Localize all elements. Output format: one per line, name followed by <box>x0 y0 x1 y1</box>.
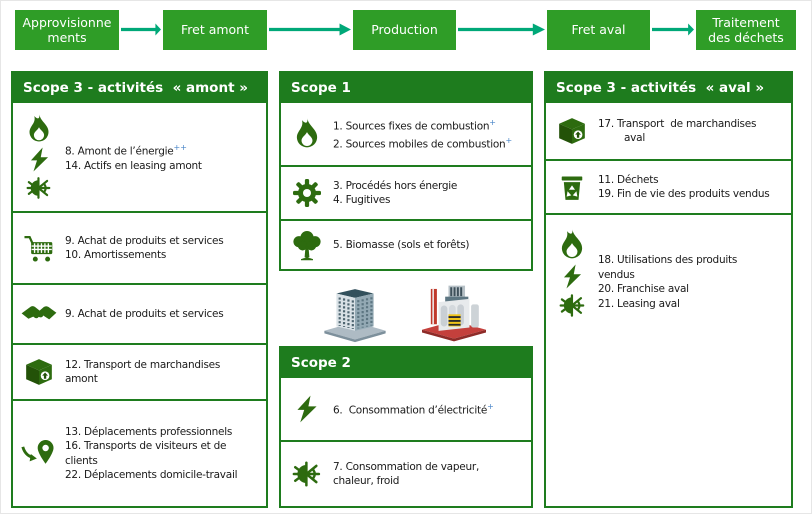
cell-electricite: 6. Consommation d’électricité+ <box>281 378 531 440</box>
flame-icon <box>24 114 54 144</box>
item-3: 3. Procédés hors énergie <box>333 179 458 192</box>
item-14: 14. Actifs en leasing amont <box>65 159 202 172</box>
flow-arrow-icon <box>652 23 694 36</box>
item-21: 21. Leasing aval <box>598 297 680 310</box>
recycle-bin-icon <box>558 173 586 201</box>
flow-step-approvisionnements: Approvisionnements <box>15 10 119 50</box>
scope3-aval-panel: Scope 3 - activités « aval » 17. Transpo… <box>544 71 793 508</box>
item-9: 9. Achat de produits et services <box>65 234 224 247</box>
flow-arrow-icon <box>121 23 161 36</box>
footnote-marker: + <box>489 118 496 127</box>
cell-transport-aval: 17. Transport de marchandises aval <box>546 103 791 159</box>
handshake-icon <box>21 302 57 326</box>
footnote-marker: ++ <box>173 142 187 152</box>
panel-title: Scope 3 - activités « amont » <box>13 73 266 103</box>
footnote-marker: + <box>487 402 494 411</box>
footnote-marker: + <box>505 136 513 145</box>
cell-vapeur: 7. Consommation de vapeur, chaleur, froi… <box>281 440 531 506</box>
location-pin-icon <box>21 439 57 468</box>
cell-procedes: 3. Procédés hors énergie 4. Fugitives <box>281 165 531 219</box>
package-icon <box>558 117 586 145</box>
lightning-icon <box>560 264 585 289</box>
shopping-cart-icon <box>23 233 55 263</box>
flow-step-label: Approvisionnements <box>22 14 112 45</box>
item-16: 16. Transports de visiteurs et de <box>65 440 227 452</box>
lightning-icon <box>27 147 52 172</box>
item-5: 5. Biomasse (sols et forêts) <box>333 238 470 251</box>
flow-arrow-icon <box>458 23 545 36</box>
lightning-icon <box>293 395 321 423</box>
item-10: 10. Amortissements <box>65 249 167 261</box>
cell-transport-amont: 12. Transport de marchandises amont <box>13 343 266 399</box>
snowflake-icon <box>559 292 586 319</box>
cell-combustion: 1. Sources fixes de combustion+ 2. Sourc… <box>281 103 531 165</box>
item-12: 12. Transport de marchandises <box>65 358 221 371</box>
gear-icon <box>292 178 322 208</box>
tree-icon <box>291 229 323 261</box>
snowflake-icon <box>292 459 322 489</box>
item-20: 20. Franchise aval <box>598 283 689 295</box>
item-12-suite: amont <box>65 373 98 385</box>
item-19: 19. Fin de vie des produits vendus <box>598 188 770 200</box>
scope1-panel: Scope 1 1. Sources fixes de combustion+ … <box>279 71 533 271</box>
office-building-icon <box>320 279 390 343</box>
item-2: 2. Sources mobiles de combustion+ <box>333 136 513 151</box>
item-9b: 9. Achat de produits et services <box>65 307 224 320</box>
panel-title: Scope 2 <box>281 348 531 378</box>
flow-step-fret-aval: Fret aval <box>547 10 650 50</box>
flow-step-fret-amont: Fret amont <box>163 10 267 50</box>
flow-step-label: Production <box>371 22 438 38</box>
item-18-suite: vendus <box>598 268 635 281</box>
flame-icon <box>556 229 588 261</box>
item-22: 22. Déplacements domicile-travail <box>65 469 238 481</box>
cell-achats-services: 9. Achat de produits et services <box>13 283 266 343</box>
scope2-panel: Scope 2 6. Consommation d’électricité+ 7… <box>279 346 533 508</box>
item-4: 4. Fugitives <box>333 194 391 206</box>
panel-title: Scope 3 - activités « aval » <box>546 73 791 103</box>
item-17-suite: aval <box>624 132 645 144</box>
flow-step-label: Fret amont <box>180 22 250 38</box>
flow-step-label: Fret aval <box>571 22 626 38</box>
item-7-suite: chaleur, froid <box>333 475 400 487</box>
cell-produits-vendus: 18. Utilisations des produits vendus 20.… <box>546 213 791 506</box>
cell-energie-amont: 8. Amont de l’énergie++ 14. Actifs en le… <box>13 103 266 211</box>
cell-deplacements: 13. Déplacements professionnels 16. Tran… <box>13 399 266 506</box>
flow-step-production: Production <box>353 10 456 50</box>
item-1: 1. Sources fixes de combustion+ <box>333 118 496 133</box>
cell-biomasse: 5. Biomasse (sols et forêts) <box>281 219 531 269</box>
item-7: 7. Consommation de vapeur, <box>333 460 480 473</box>
cell-achats: 9. Achat de produits et services 10. Amo… <box>13 211 266 283</box>
flow-step-label: Traitement des déchets <box>708 14 784 45</box>
panel-title: Scope 1 <box>281 73 531 103</box>
item-6: 6. Consommation d’électricité+ <box>333 402 494 417</box>
cell-dechets: 11. Déchets 19. Fin de vie des produits … <box>546 159 791 213</box>
factory-icon <box>416 279 492 343</box>
item-8: 8. Amont de l’énergie++ <box>65 142 187 158</box>
flame-icon <box>291 118 323 150</box>
item-16-suite: clients <box>65 454 98 467</box>
scope3-amont-panel: Scope 3 - activités « amont » 8. Amont d… <box>11 71 268 508</box>
buildings-illustration <box>279 273 533 343</box>
item-13: 13. Déplacements professionnels <box>65 425 233 438</box>
snowflake-icon <box>26 175 52 201</box>
item-18: 18. Utilisations des produits <box>598 254 738 266</box>
flow-arrow-icon <box>269 23 351 36</box>
package-icon <box>25 358 53 386</box>
item-11: 11. Déchets <box>598 173 659 186</box>
flow-step-traitement-dechets: Traitement des déchets <box>696 10 796 50</box>
item-17: 17. Transport de marchandises <box>598 117 757 130</box>
